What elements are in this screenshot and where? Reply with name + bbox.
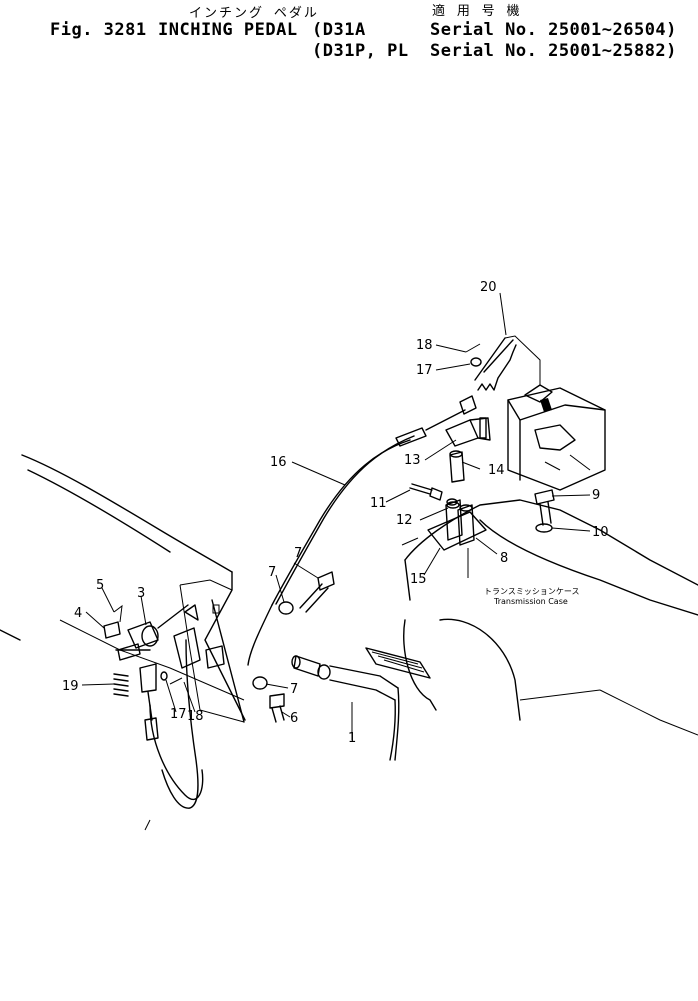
callout-20: 20 bbox=[480, 280, 497, 295]
callout-7-upper: 7 bbox=[268, 565, 276, 580]
callout-15: 15 bbox=[410, 572, 427, 587]
transmission-case-outline bbox=[403, 384, 698, 736]
callout-numbers: 20 18 17 16 13 14 11 12 9 10 8 15 7 7 5 … bbox=[62, 280, 609, 746]
callout-5: 6 bbox=[290, 711, 298, 726]
inching-cable bbox=[139, 395, 477, 801]
callout-13: 13 bbox=[404, 453, 421, 468]
cotter-pin-washer-left bbox=[160, 671, 183, 685]
callout-4: 5 bbox=[96, 578, 104, 593]
callout-2: 3 bbox=[137, 586, 145, 601]
spring-19 bbox=[113, 673, 129, 697]
callout-7-lower: 7 bbox=[290, 682, 298, 697]
title-japanese: インチング ペダル bbox=[189, 6, 319, 21]
return-spring-20 bbox=[474, 335, 541, 391]
transmission-case-label-jp: トランスミッションケース bbox=[484, 587, 579, 596]
callout-11: 11 bbox=[370, 496, 387, 511]
lever-bracket-assembly bbox=[401, 417, 491, 578]
serial-d31a: Serial No. 25001∼26504) bbox=[430, 20, 677, 40]
callout-9: 9 bbox=[592, 488, 600, 503]
nuts-7 bbox=[252, 601, 294, 690]
callout-18-left: 18 bbox=[187, 709, 204, 724]
callout-14: 14 bbox=[488, 463, 505, 478]
callout-18-top: 18 bbox=[416, 338, 433, 353]
callout-6: 7 bbox=[294, 546, 302, 561]
callout-leaders bbox=[81, 292, 591, 740]
cotter-pin-washer-top bbox=[465, 343, 482, 367]
callout-12: 12 bbox=[396, 513, 413, 528]
lever-2-assembly bbox=[103, 604, 189, 661]
serial-d31p-pl: Serial No. 25001∼25882) bbox=[430, 41, 677, 61]
callout-17-left: 17 bbox=[170, 707, 187, 722]
inching-pedal-1 bbox=[291, 647, 431, 761]
callout-1: 1 bbox=[348, 731, 356, 746]
bolt-9-washer-10 bbox=[534, 489, 555, 533]
transmission-case-label-en: Transmission Case bbox=[493, 597, 568, 606]
callout-16: 16 bbox=[270, 455, 287, 470]
callout-3: 4 bbox=[74, 606, 82, 621]
model-d31a: (D31A bbox=[312, 20, 366, 40]
callout-8: 8 bbox=[500, 551, 508, 566]
callout-17-top: 17 bbox=[416, 363, 433, 378]
callout-10: 10 bbox=[592, 525, 609, 540]
bolt-11 bbox=[409, 483, 458, 506]
applicable-japanese: 適 用 号 機 bbox=[432, 4, 522, 19]
callout-19: 19 bbox=[62, 679, 79, 694]
bolt-6 bbox=[299, 571, 335, 613]
bolt-5 bbox=[269, 693, 285, 723]
title-english: INCHING PEDAL bbox=[158, 20, 298, 40]
model-d31p-pl: (D31P, PL bbox=[312, 41, 409, 61]
machine-frame-outline bbox=[0, 454, 246, 831]
fig-number: Fig. 3281 bbox=[50, 20, 147, 40]
